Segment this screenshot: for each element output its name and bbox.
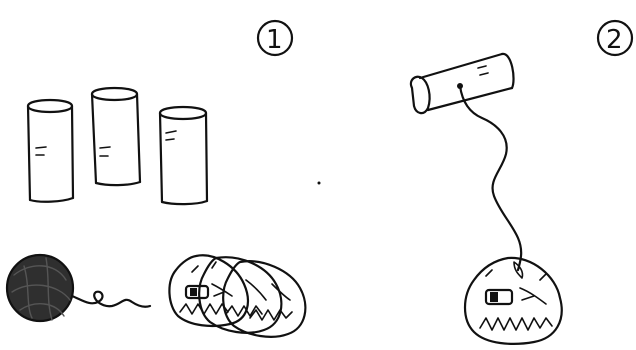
toilet-paper-roll-icon	[92, 88, 140, 185]
step-1-marker: 1	[258, 21, 292, 55]
toilet-paper-roll-icon	[411, 54, 514, 113]
toilet-paper-roll-icon	[160, 107, 207, 204]
step-2-marker: 2	[598, 21, 632, 55]
monster-cutout-icon	[465, 258, 562, 344]
stray-dot	[318, 182, 321, 185]
step-2-label: 2	[606, 25, 623, 55]
monster-cutout-icon	[169, 255, 305, 337]
toilet-paper-roll-icon	[28, 100, 73, 202]
yarn-ball-icon	[7, 255, 150, 321]
step-1-label: 1	[266, 25, 283, 55]
eye-icon	[486, 290, 512, 304]
string-line	[460, 86, 521, 270]
